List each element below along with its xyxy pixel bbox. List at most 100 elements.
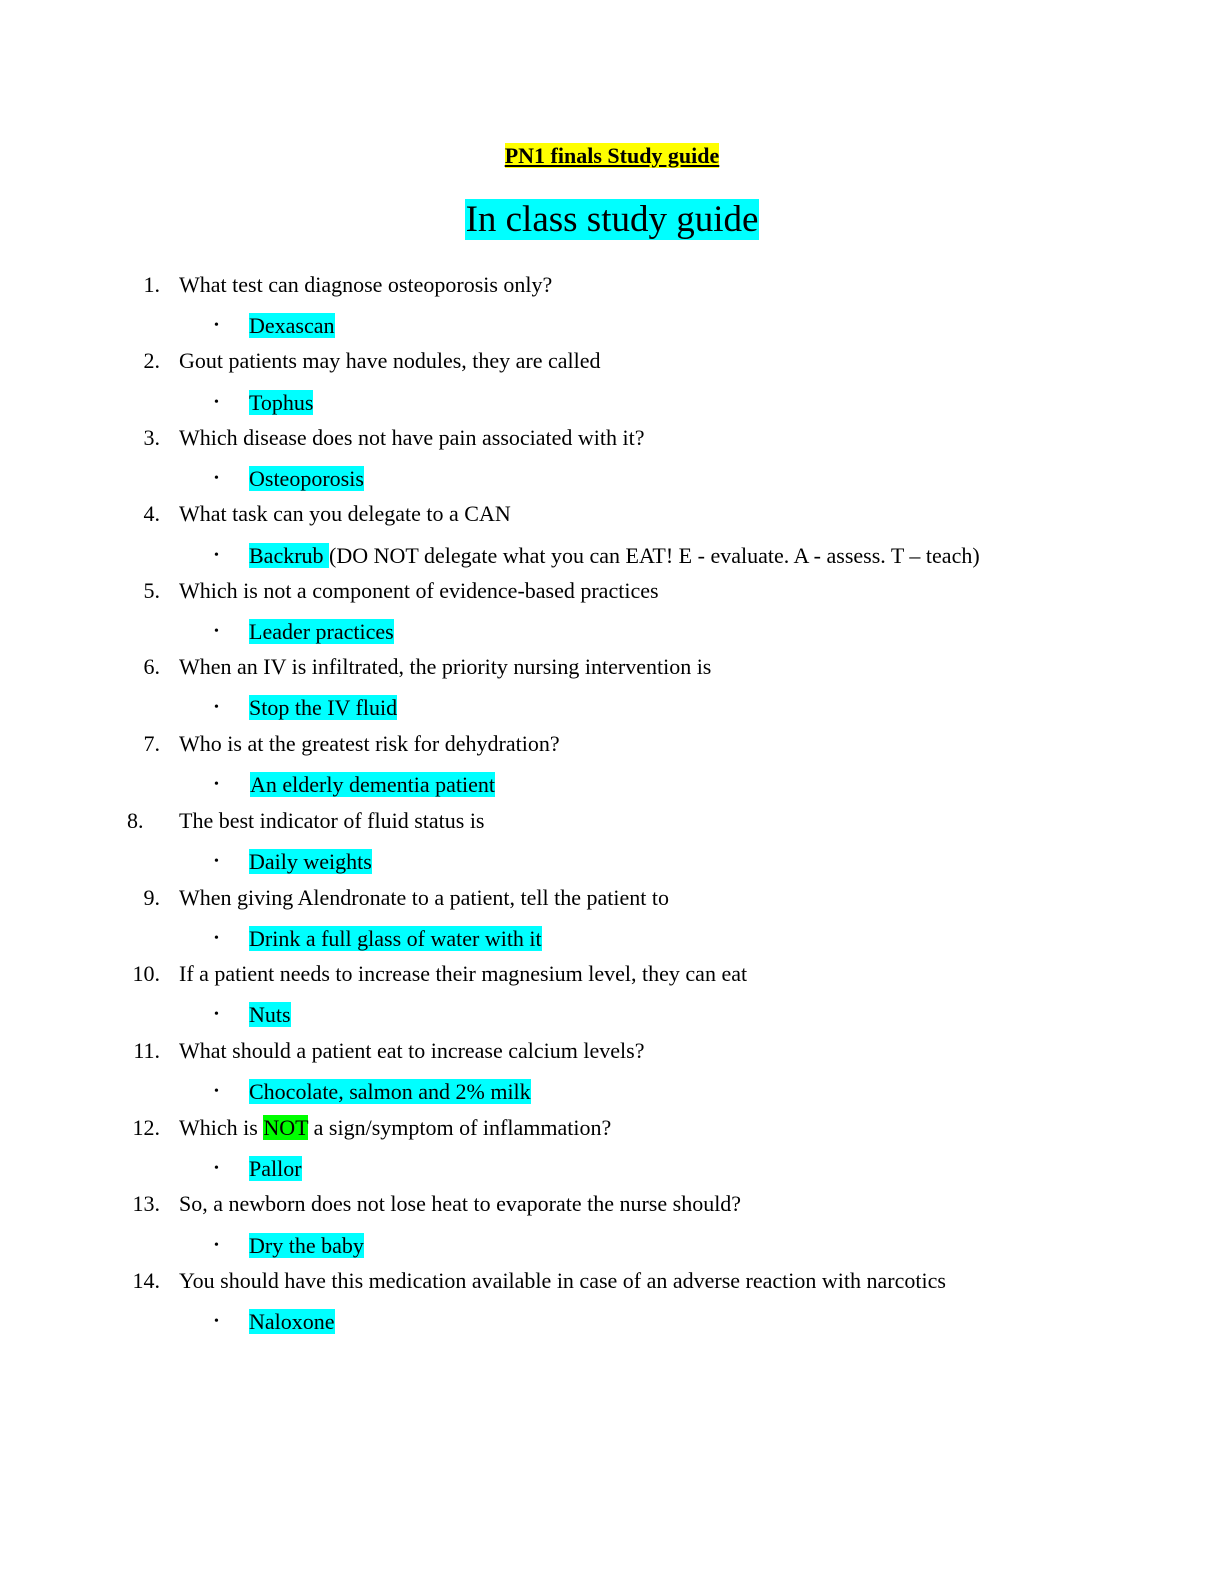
answer-highlight: Stop the IV fluid (249, 695, 398, 720)
question-text: Which is NOT a sign/symptom of inflammat… (179, 1112, 611, 1144)
answer-text: Dry the baby (249, 1229, 364, 1263)
question-number: 3. (143, 425, 161, 450)
answer-text: Dexascan (249, 309, 335, 343)
question-number: 11. (133, 1038, 160, 1063)
answer-text: Nuts (249, 998, 291, 1032)
question-number: 12. (132, 1115, 161, 1140)
answer-text: Tophus (249, 386, 314, 420)
question-text: What should a patient eat to increase ca… (179, 1038, 645, 1063)
answer-4: • Backrub (DO NOT delegate what you can … (0, 539, 1224, 573)
answer-3: • Osteoporosis (0, 462, 1224, 496)
bullet-icon: • (214, 1007, 219, 1022)
question-number: 2. (143, 348, 161, 373)
question-14: 14. You should have this medication avai… (0, 1265, 1224, 1297)
answer-6: • Stop the IV fluid (0, 691, 1224, 725)
answer-highlight: An elderly dementia patient (250, 772, 495, 797)
answer-text: Stop the IV fluid (249, 691, 398, 725)
answer-highlight: Nuts (249, 1002, 291, 1027)
question-10: 10. If a patient needs to increase their… (0, 958, 1224, 990)
question-number: 13. (132, 1191, 161, 1216)
answer-12: • Pallor (0, 1152, 1224, 1186)
question-number: 4. (143, 501, 161, 526)
question-9: 9. When giving Alendronate to a patient,… (0, 882, 1224, 914)
answer-highlight: Daily weights (249, 849, 372, 874)
question-2: 2. Gout patients may have nodules, they … (0, 345, 1224, 377)
bullet-icon: • (214, 700, 219, 715)
answer-highlight: Backrub (249, 543, 324, 568)
question-3: 3. Which disease does not have pain asso… (0, 422, 1224, 454)
answer-2: • Tophus (0, 386, 1224, 420)
answer-highlight: Dry the baby (249, 1233, 364, 1258)
question-text: The best indicator of fluid status is (179, 808, 485, 833)
bullet-icon: • (214, 318, 219, 333)
bullet-icon: • (214, 624, 219, 639)
answer-highlight: Chocolate, salmon and 2% milk (249, 1079, 531, 1104)
question-8: 8. The best indicator of fluid status is (0, 805, 1224, 837)
question-5: 5. Which is not a component of evidence-… (0, 575, 1224, 607)
question-text: If a patient needs to increase their mag… (179, 961, 748, 986)
question-number: 14. (132, 1268, 161, 1293)
question-number: 8. (127, 808, 144, 833)
answer-highlight: Osteoporosis (249, 466, 364, 491)
answer-text: Chocolate, salmon and 2% milk (249, 1075, 531, 1109)
answer-8: • Daily weights (0, 845, 1224, 879)
answer-text: Drink a full glass of water with it (249, 922, 542, 956)
bullet-icon: • (214, 471, 219, 486)
question-text: Which disease does not have pain associa… (179, 425, 645, 450)
question-number: 10. (132, 961, 161, 986)
answer-highlight-gap (323, 543, 330, 568)
document-title: PN1 finals Study guide (0, 141, 1224, 171)
document-subtitle: In class study guide (0, 196, 1224, 244)
answer-highlight: Pallor (249, 1156, 302, 1181)
question-text: What task can you delegate to a CAN (179, 501, 511, 526)
bullet-icon: • (214, 854, 219, 869)
bullet-icon: • (214, 1084, 219, 1099)
answer-7: • An elderly dementia patient (0, 768, 1224, 802)
question-text-after: a sign/symptom of inflammation? (308, 1115, 612, 1140)
answer-9: • Drink a full glass of water with it (0, 922, 1224, 956)
question-text: When giving Alendronate to a patient, te… (179, 885, 669, 910)
answer-highlight: Tophus (249, 390, 314, 415)
question-text: Which is not a component of evidence-bas… (179, 578, 659, 603)
answer-highlight: Drink a full glass of water with it (249, 926, 542, 951)
answer-text: Pallor (249, 1152, 302, 1186)
bullet-icon: • (214, 1161, 219, 1176)
emphasis-highlight: NOT (263, 1115, 309, 1140)
bullet-icon: • (214, 777, 219, 792)
question-1: 1. What test can diagnose osteoporosis o… (0, 269, 1224, 301)
answer-text: Naloxone (249, 1305, 335, 1339)
answer-note: (DO NOT delegate what you can EAT! E - e… (329, 543, 980, 568)
bullet-icon: • (214, 548, 219, 563)
question-text: What test can diagnose osteoporosis only… (179, 272, 553, 297)
question-text: Gout patients may have nodules, they are… (179, 348, 601, 373)
answer-14: • Naloxone (0, 1305, 1224, 1339)
answer-text: Leader practices (249, 615, 394, 649)
document-title-text: PN1 finals Study guide (504, 143, 720, 168)
question-11: 11. What should a patient eat to increas… (0, 1035, 1224, 1067)
answer-text: Backrub (DO NOT delegate what you can EA… (249, 539, 980, 573)
question-number: 1. (143, 272, 161, 297)
question-7: 7. Who is at the greatest risk for dehyd… (0, 728, 1224, 760)
question-text: Who is at the greatest risk for dehydrat… (179, 731, 560, 756)
answer-text: Osteoporosis (249, 462, 364, 496)
document-subtitle-text: In class study guide (464, 199, 760, 240)
answer-10: • Nuts (0, 998, 1224, 1032)
answer-highlight: Leader practices (249, 619, 394, 644)
question-number: 5. (143, 578, 161, 603)
bullet-icon: • (214, 395, 219, 410)
answer-1: • Dexascan (0, 309, 1224, 343)
question-text: So, a newborn does not lose heat to evap… (179, 1191, 742, 1216)
question-number: 6. (143, 654, 161, 679)
bullet-icon: • (214, 1314, 219, 1329)
question-text: You should have this medication availabl… (179, 1268, 946, 1293)
question-6: 6. When an IV is infiltrated, the priori… (0, 651, 1224, 683)
bullet-icon: • (214, 931, 219, 946)
answer-text: Daily weights (249, 845, 372, 879)
question-text: When an IV is infiltrated, the priority … (179, 654, 712, 679)
answer-highlight: Dexascan (249, 313, 335, 338)
answer-13: • Dry the baby (0, 1229, 1224, 1263)
question-12: 12. Which is NOT a sign/symptom of infla… (0, 1112, 1224, 1144)
answer-11: • Chocolate, salmon and 2% milk (0, 1075, 1224, 1109)
question-text-before: Which is (179, 1115, 264, 1140)
